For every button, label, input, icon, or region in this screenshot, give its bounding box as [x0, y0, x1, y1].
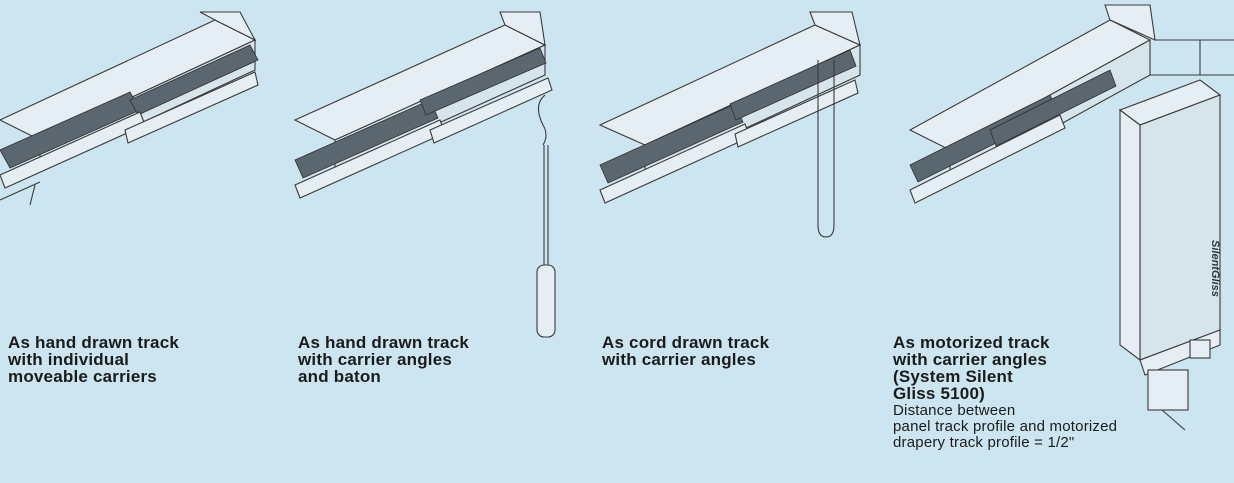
panel-hand-drawn-individual: As hand drawn track with individual move…: [0, 0, 290, 483]
motor-brand-label: SilentGliss: [1209, 240, 1221, 297]
motorized-distance-note: Distance between panel track profile and…: [893, 402, 1118, 451]
panel-cord-drawn: As cord drawn track with carrier angles: [590, 0, 900, 483]
panel-hand-drawn-baton: As hand drawn track with carrier angles …: [290, 0, 590, 483]
caption-cord-drawn: As cord drawn track with carrier angles: [602, 333, 770, 369]
track-motorized-illustration: SilentGliss: [908, 4, 1234, 431]
caption-hand-drawn-individual: As hand drawn track with individual move…: [8, 333, 180, 386]
panel-motorized: SilentGliss As motorized track with carr…: [893, 0, 1234, 483]
caption-hand-drawn-baton: As hand drawn track with carrier angles …: [298, 333, 470, 386]
track-individual-carriers-illustration: [0, 11, 259, 206]
track-cord-drawn-illustration: [598, 11, 862, 238]
track-carrier-angles-baton-illustration: [293, 11, 556, 338]
caption-motorized: As motorized track with carrier angles (…: [893, 333, 1050, 403]
